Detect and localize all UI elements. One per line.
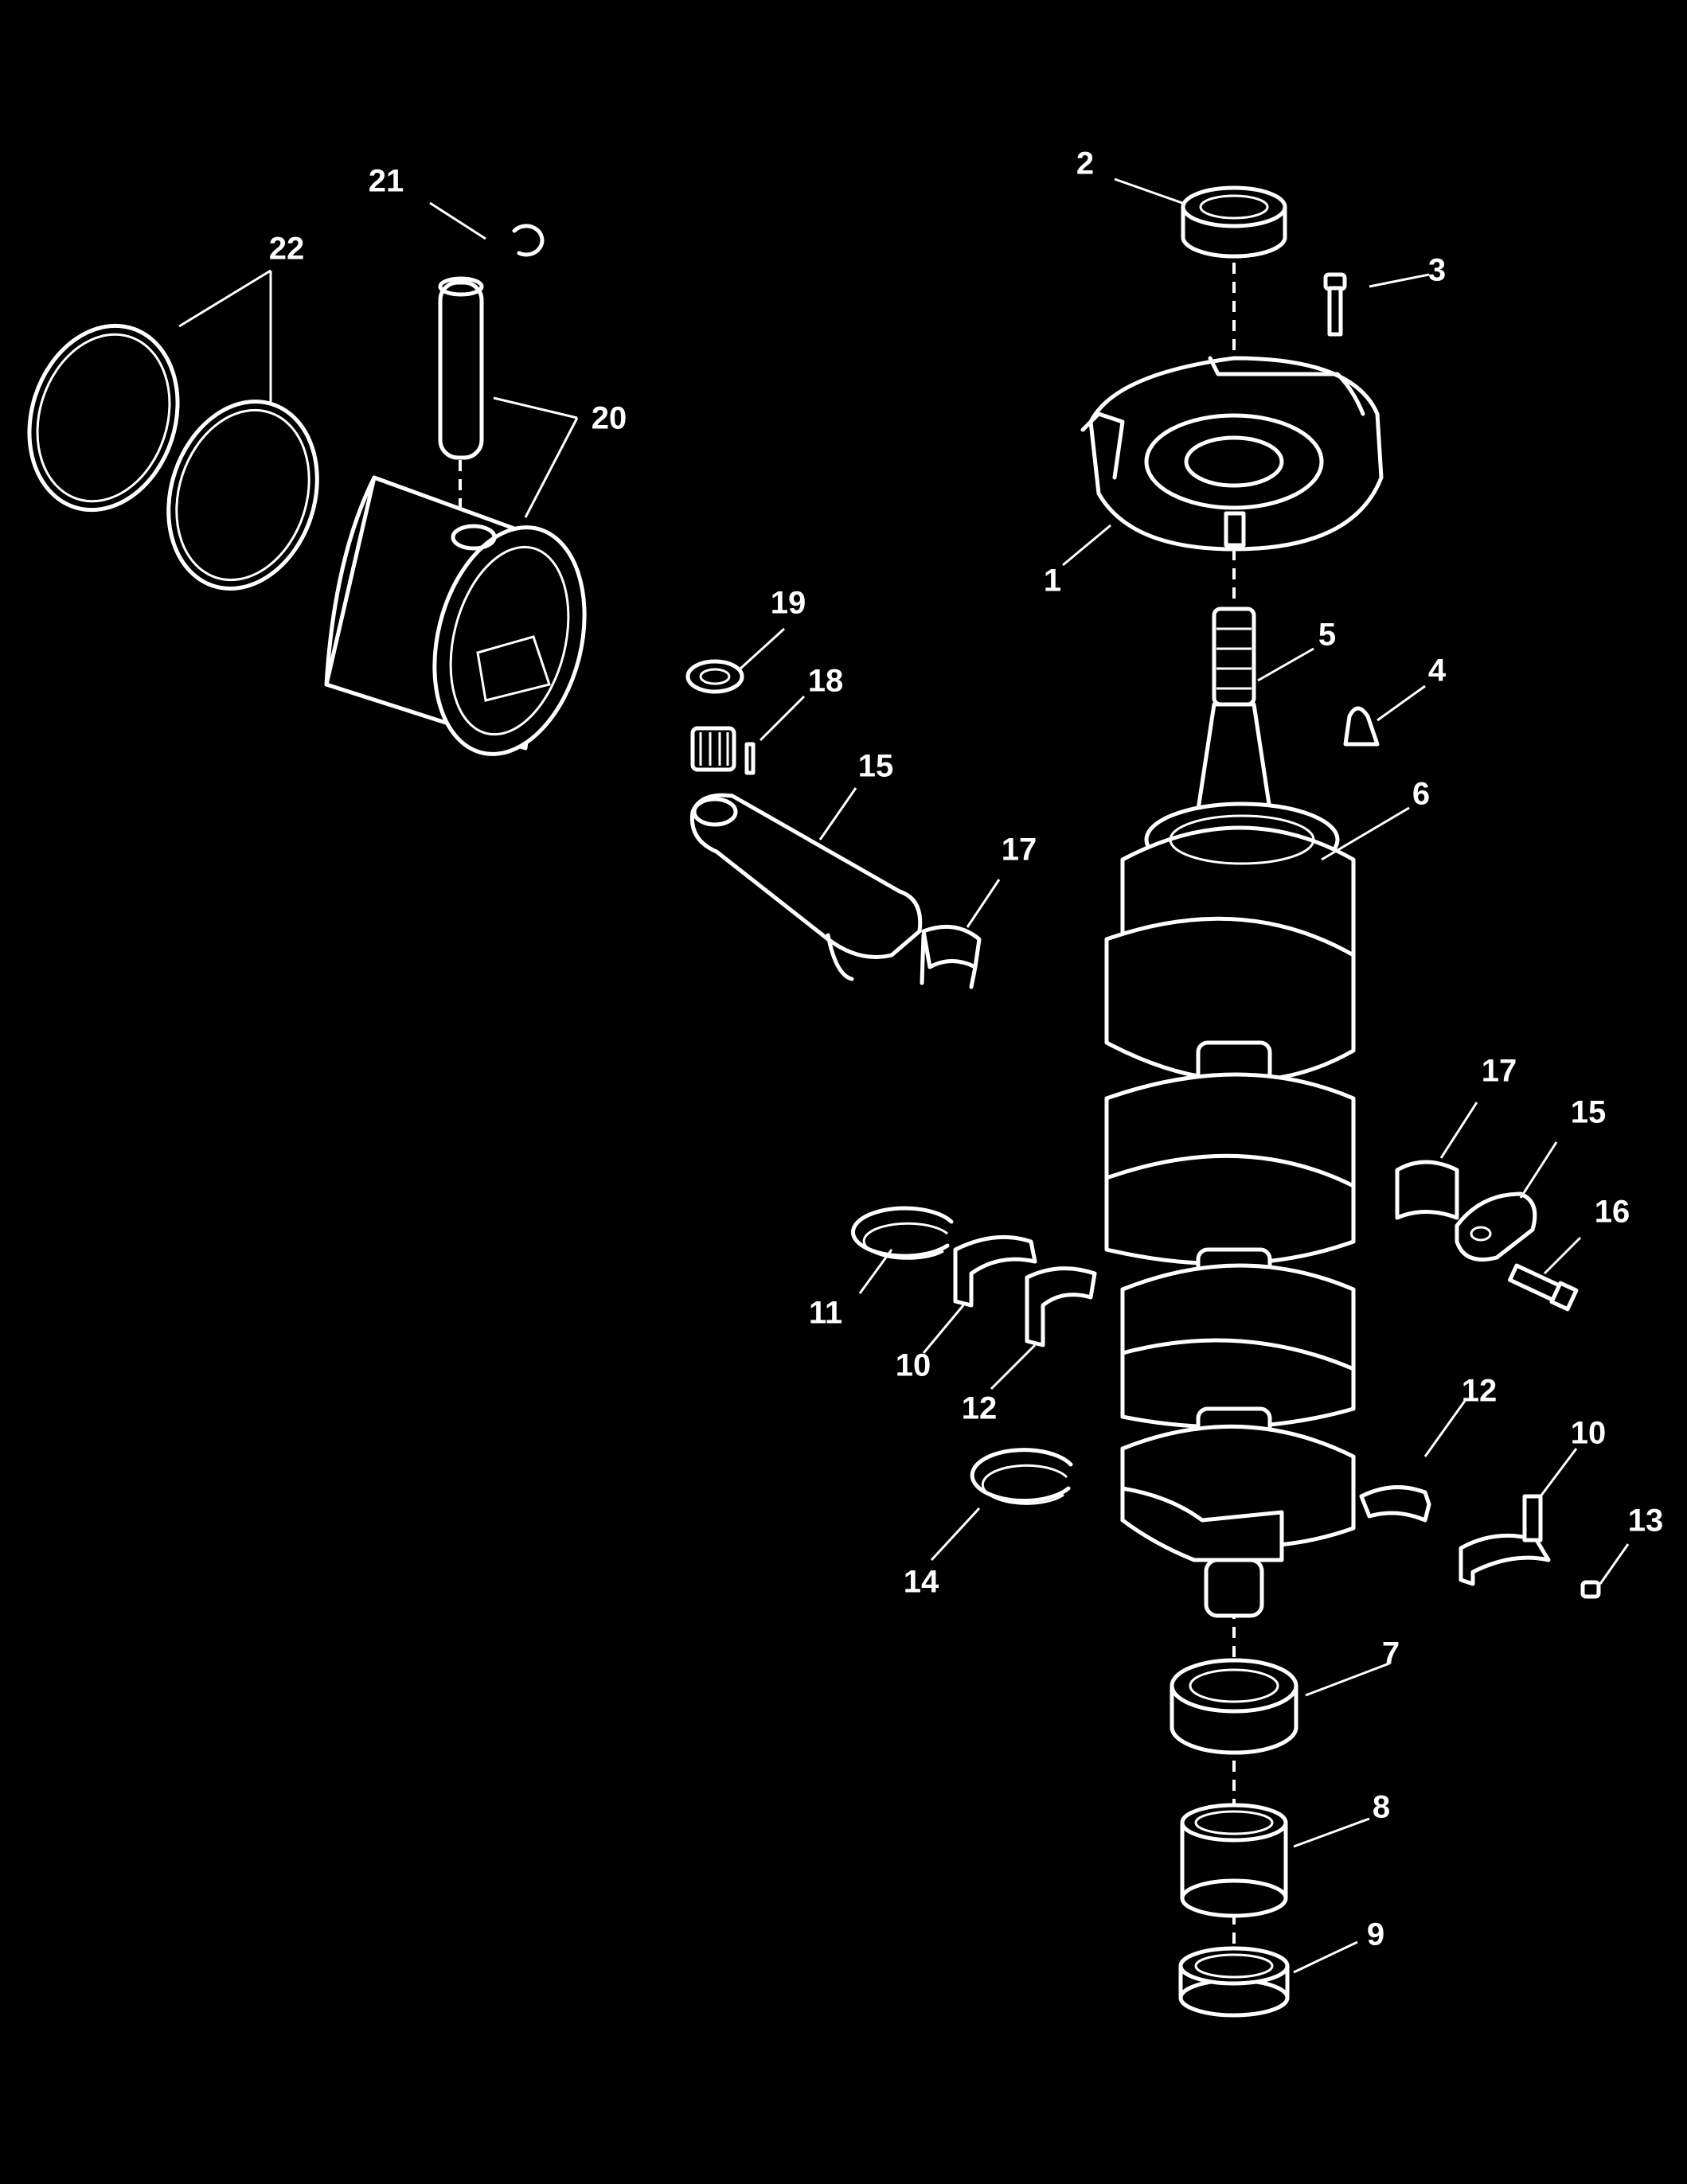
callout-4: 4 <box>1428 653 1447 688</box>
leader-lines <box>178 177 1630 1974</box>
callout-2: 2 <box>1076 146 1094 181</box>
bearing-housing <box>1080 356 1384 552</box>
rod-bearing-cage-upper <box>920 924 982 989</box>
rod-bearing-cage-right <box>1395 1160 1459 1220</box>
bearing-race-10-left <box>953 1234 1037 1308</box>
callout-1: 1 <box>1044 564 1061 599</box>
callout-17-upper: 17 <box>1002 833 1037 868</box>
race-tab <box>1522 1494 1543 1542</box>
circlip <box>512 224 545 257</box>
roller-bearing <box>1180 1803 1288 1918</box>
callout-3: 3 <box>1428 253 1446 288</box>
callout-13: 13 <box>1628 1503 1664 1539</box>
crankshaft <box>1104 801 1356 1618</box>
lower-washer <box>1178 1946 1290 2018</box>
piston-pin <box>438 276 484 460</box>
upper-seal <box>1181 185 1287 259</box>
callout-21: 21 <box>369 164 404 199</box>
needle-bearing <box>690 726 756 775</box>
callout-15-right: 15 <box>1571 1095 1607 1130</box>
crankshaft-taper <box>1192 606 1276 838</box>
callout-16: 16 <box>1595 1195 1630 1230</box>
callout-12-left: 12 <box>962 1391 998 1426</box>
callout-15-upper: 15 <box>858 749 894 784</box>
callout-22: 22 <box>269 232 305 267</box>
bearing-race-10-right <box>1459 1533 1551 1586</box>
callout-17-right: 17 <box>1482 1054 1517 1089</box>
piston-rings <box>27 323 319 591</box>
piston <box>324 475 587 756</box>
callout-9: 9 <box>1367 1917 1384 1952</box>
needle-bearing-12-left <box>1025 1266 1097 1347</box>
callout-19: 19 <box>771 586 806 621</box>
callout-11: 11 <box>809 1296 842 1331</box>
callout-10-left: 10 <box>896 1348 931 1383</box>
callout-7: 7 <box>1382 1636 1400 1671</box>
callout-5: 5 <box>1318 618 1336 653</box>
callout-10-right: 10 <box>1571 1416 1607 1451</box>
needle-bearing-12-right <box>1359 1485 1431 1523</box>
callout-20: 20 <box>592 401 627 436</box>
callout-8: 8 <box>1373 1790 1390 1825</box>
connecting-rod <box>689 793 923 981</box>
lower-seal-housing <box>1170 1658 1298 1755</box>
callout-18: 18 <box>808 664 844 699</box>
small-screw <box>1580 1580 1601 1599</box>
woodruff-key <box>1343 706 1380 747</box>
callout-14: 14 <box>904 1565 939 1600</box>
retaining-ring-14 <box>970 1448 1073 1505</box>
rod-bolt <box>1508 1263 1579 1312</box>
screw <box>1323 272 1347 337</box>
thrust-washer <box>685 659 744 694</box>
rod-cap <box>1455 1191 1537 1262</box>
callout-labels: 1 2 3 4 5 6 7 8 9 10 10 11 12 12 13 14 1… <box>269 146 1664 1952</box>
retaining-ring-11 <box>850 1206 954 1260</box>
callout-6: 6 <box>1412 777 1430 812</box>
callout-12-right: 12 <box>1462 1374 1498 1409</box>
